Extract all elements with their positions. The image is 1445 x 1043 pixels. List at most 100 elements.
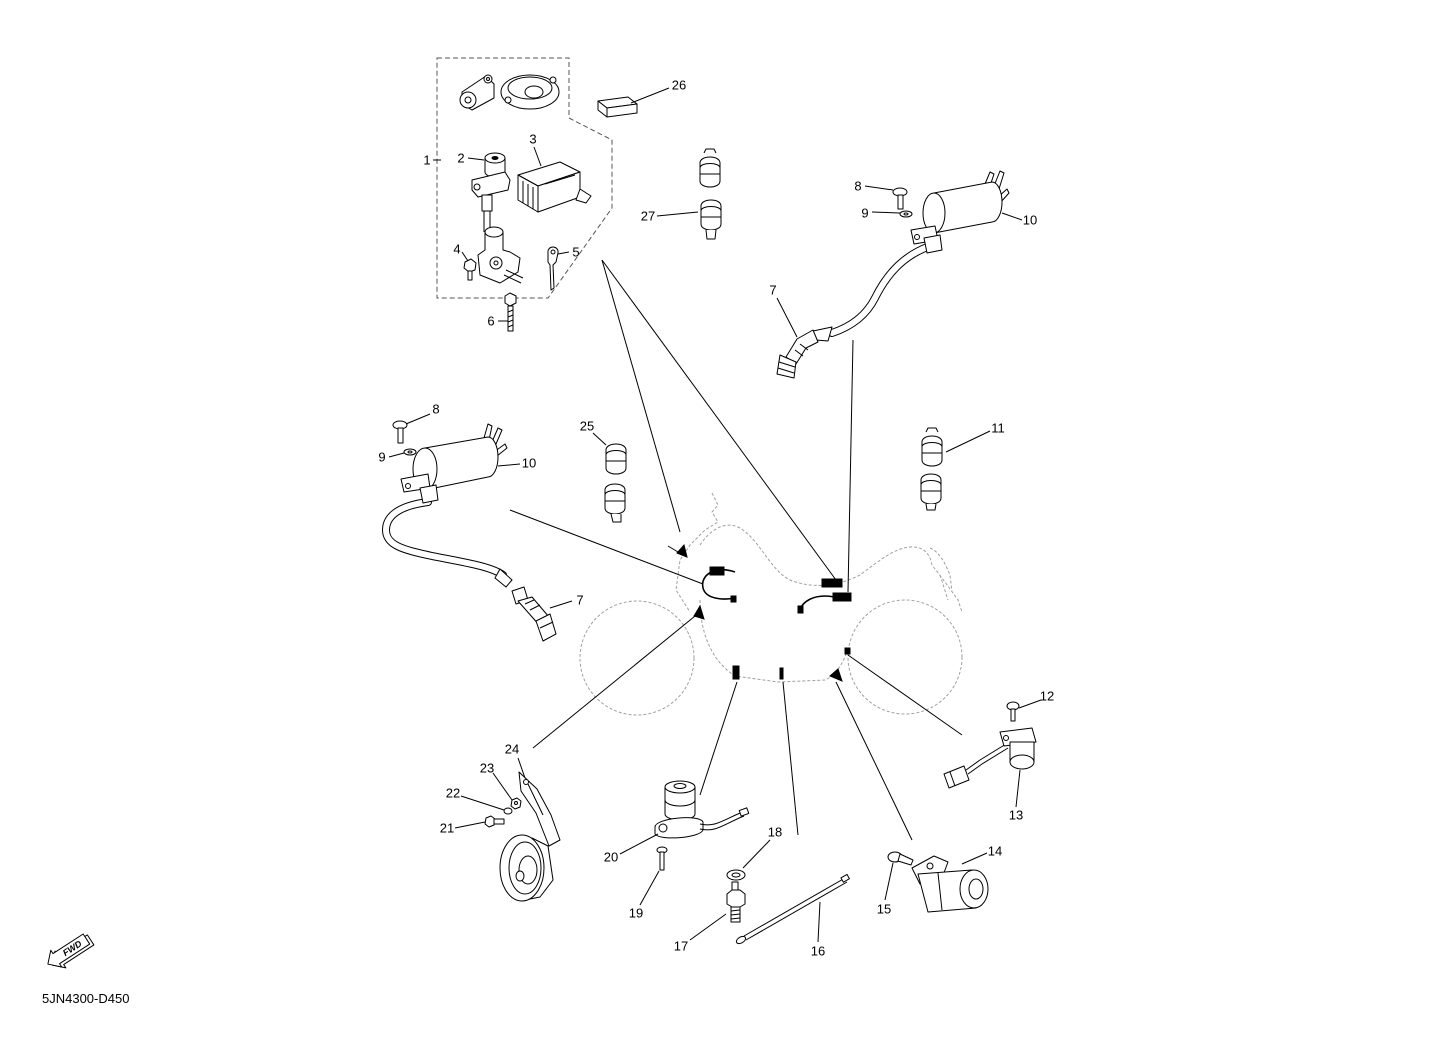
forward-arrow-icon: FWD — [47, 933, 95, 969]
bolt-8-top — [892, 187, 908, 210]
spark-plug-cap-top — [776, 326, 833, 379]
clamp-11-upper — [921, 427, 943, 467]
callout-16: 16 — [811, 944, 825, 959]
diagram-code: 5JN4300-D450 — [42, 991, 129, 1006]
callout-11: 11 — [991, 421, 1005, 436]
bolt-8-left — [392, 420, 408, 444]
wire-harness — [667, 543, 852, 682]
callout-12: 12 — [1040, 689, 1054, 704]
connector — [844, 647, 851, 655]
callout-1: 1 — [423, 153, 430, 168]
callout-27: 27 — [641, 209, 655, 224]
connector — [676, 543, 688, 558]
steering-lock — [477, 226, 524, 284]
spark-plug-cap-left — [511, 586, 557, 642]
clamp-25-upper — [605, 443, 627, 475]
rear-wheel-outline — [847, 599, 963, 715]
fuel-tank-cap-lock — [500, 74, 560, 110]
washer-18 — [726, 869, 746, 881]
engine-outline — [699, 599, 849, 683]
bolt-4 — [463, 258, 477, 281]
leader-line — [835, 681, 913, 841]
callout-15: 15 — [877, 902, 891, 917]
connector — [779, 667, 784, 680]
callout-21: 21 — [440, 821, 454, 836]
callout-18: 18 — [768, 825, 782, 840]
assembly-1-boundary — [436, 57, 613, 299]
callout-10-top: 10 — [1023, 213, 1037, 228]
callout-2: 2 — [457, 151, 464, 166]
callout-9-top: 9 — [861, 206, 868, 221]
callout-5: 5 — [572, 245, 579, 260]
callout-6: 6 — [487, 314, 494, 329]
clamp-27-upper — [699, 148, 721, 188]
leader-lines — [509, 259, 963, 841]
callout-10-left: 10 — [522, 456, 536, 471]
sensor-14 — [911, 855, 989, 913]
callout-20: 20 — [604, 850, 618, 865]
lead-wire-16 — [735, 873, 850, 945]
callout-14: 14 — [988, 844, 1002, 859]
bolt-19 — [656, 846, 668, 871]
clamp-27-lower — [700, 199, 722, 240]
motorcycle-outline — [579, 492, 963, 716]
switch-17 — [726, 881, 746, 923]
callout-17: 17 — [674, 939, 688, 954]
block-26 — [597, 96, 638, 118]
callout-leaders — [388, 87, 1042, 943]
connector — [832, 592, 852, 602]
callout-7-top: 7 — [769, 283, 776, 298]
connector — [730, 595, 737, 603]
callout-8-left: 8 — [432, 402, 439, 417]
callout-23: 23 — [480, 761, 494, 776]
callout-24: 24 — [505, 742, 519, 757]
callout-25: 25 — [580, 419, 594, 434]
rear-fender-outline — [929, 547, 953, 601]
callout-26: 26 — [672, 78, 686, 93]
callout-3: 3 — [529, 132, 536, 147]
callout-22: 22 — [446, 786, 460, 801]
callout-9-left: 9 — [378, 450, 385, 465]
connector — [829, 668, 843, 682]
washer-9-top — [899, 210, 913, 218]
nut-23 — [510, 797, 522, 810]
leader-line — [532, 611, 701, 749]
horn-bracket — [518, 771, 561, 847]
ignition-coil-cable-top — [828, 242, 934, 337]
callout-7-left: 7 — [576, 593, 583, 608]
ignition-coil-left — [400, 423, 513, 588]
harness-lead — [667, 545, 679, 553]
bolt-12 — [1006, 701, 1020, 722]
callout-labels: 1 2 3 4 5 6 26 27 8 9 10 7 8 9 10 25 11 … — [378, 78, 1054, 959]
washer-22 — [503, 807, 513, 815]
connector — [821, 578, 843, 588]
clamp-11-lower — [920, 473, 942, 511]
bolt-15 — [887, 851, 914, 866]
callout-13: 13 — [1009, 808, 1023, 823]
clamp-25-lower — [604, 483, 626, 523]
bolt-21 — [484, 815, 505, 828]
leader-line — [782, 681, 799, 836]
ignition-coil-cable-left — [381, 498, 507, 579]
leader-line — [601, 259, 837, 581]
callout-4: 4 — [453, 242, 460, 257]
ignition-lock-cylinder — [459, 74, 495, 111]
leader-line — [601, 259, 681, 533]
leader-line — [847, 339, 854, 593]
connector — [797, 605, 804, 614]
leader-line — [847, 654, 963, 736]
leader-line — [699, 681, 738, 796]
sensor-13 — [943, 727, 1037, 789]
connector — [709, 566, 725, 576]
bolt-6 — [504, 292, 517, 332]
front-wheel-outline — [579, 600, 695, 716]
callout-19: 19 — [629, 906, 643, 921]
cdi-unit — [517, 161, 592, 213]
washer-9-left — [403, 448, 417, 456]
key — [547, 246, 559, 291]
tank-seat-outline — [699, 524, 963, 613]
leader-line — [509, 509, 704, 585]
callout-8-top: 8 — [854, 179, 861, 194]
ignition-coil-top — [910, 170, 1010, 254]
